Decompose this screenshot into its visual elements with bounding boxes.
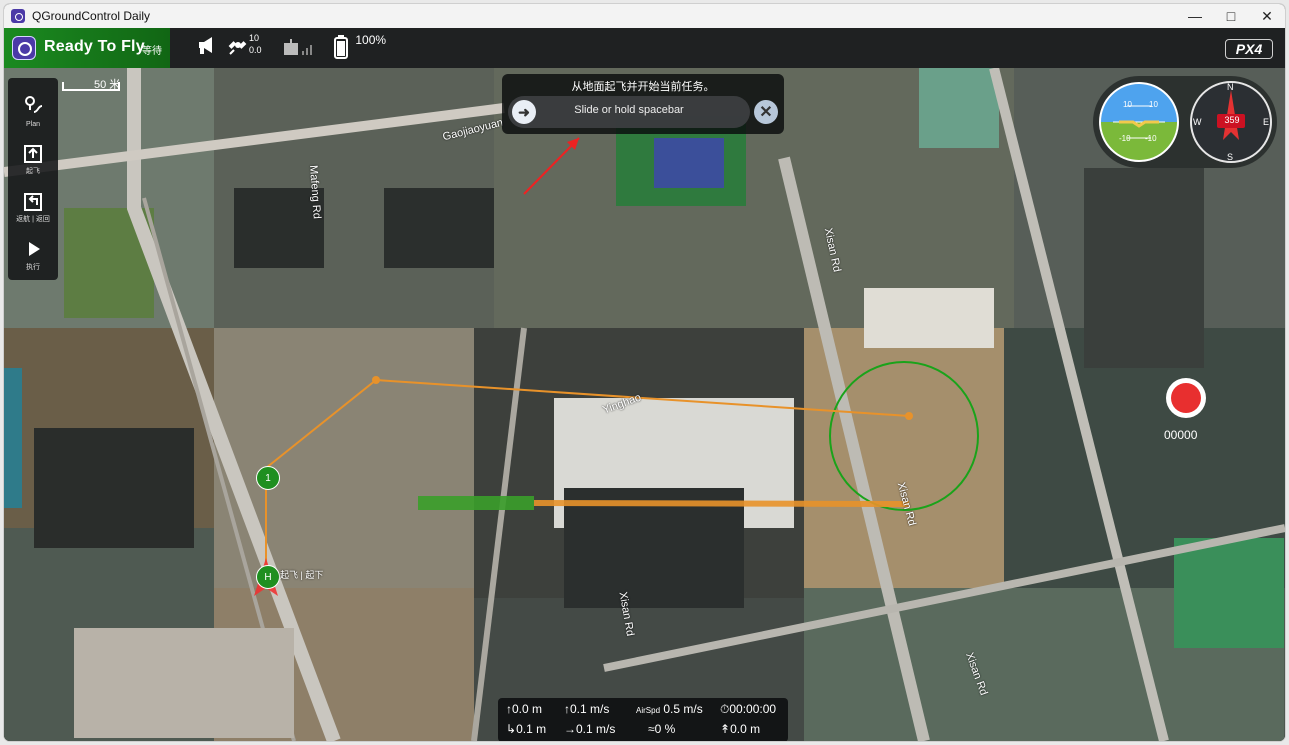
app-window: QGroundControl Daily — □ ✕ Ready To Fly … bbox=[4, 4, 1285, 741]
takeoff-icon bbox=[24, 145, 42, 163]
gps-satellite-count: 10 bbox=[249, 33, 260, 43]
rc-rssi-indicator[interactable] bbox=[282, 37, 314, 60]
app-icon bbox=[11, 9, 25, 23]
vehicle-status-indicator[interactable]: Ready To Fly bbox=[4, 28, 170, 68]
distance-readout: ↳0.1 m bbox=[506, 722, 547, 736]
flight-mode-indicator[interactable]: 等待 bbox=[142, 42, 162, 57]
battery-percent: 100% bbox=[355, 33, 387, 48]
plan-icon bbox=[25, 96, 43, 113]
transition-path bbox=[533, 500, 910, 507]
compass-west: W bbox=[1193, 117, 1202, 127]
return-icon bbox=[24, 193, 42, 211]
home-caption: 起飞 | 起下 bbox=[280, 570, 324, 580]
close-button[interactable]: ✕ bbox=[1261, 7, 1273, 24]
waypoint-marker[interactable] bbox=[372, 376, 380, 384]
execute-label: 执行 bbox=[26, 264, 40, 271]
takeoff-button[interactable]: 起飞 bbox=[8, 136, 58, 180]
scale-tick bbox=[62, 82, 64, 91]
throttle-readout: ≈0 % bbox=[648, 722, 676, 736]
compass-north: N bbox=[1227, 82, 1234, 92]
guide-arrow bbox=[523, 137, 580, 195]
messages-indicator[interactable] bbox=[196, 34, 220, 59]
confirm-slider[interactable]: ➜ Slide or hold spacebar bbox=[508, 96, 750, 128]
megaphone-icon bbox=[199, 37, 212, 54]
mission-path bbox=[265, 378, 910, 469]
loiter-center-marker[interactable] bbox=[905, 412, 913, 420]
instrument-panel: 10 10 -10 -10 N E S W 359 bbox=[1093, 76, 1277, 168]
top-toolbar: Ready To Fly 等待 10 0.0 bbox=[4, 28, 1285, 68]
attitude-tick-label: 10 bbox=[1149, 100, 1158, 109]
execute-button[interactable]: 执行 bbox=[8, 232, 58, 276]
waypoint-1-label: 1 bbox=[265, 472, 271, 484]
record-button[interactable] bbox=[1166, 378, 1206, 418]
telemetry-bar[interactable]: ↑0.0 m ↑0.1 m/s AirSpd 0.5 m/s ⏱00:00:00… bbox=[498, 698, 788, 741]
compass-south: S bbox=[1227, 152, 1234, 162]
map-view[interactable]: 1 H 起飞 | 起下 Gaojiaoyuan Mafeng Rd Xisan … bbox=[4, 68, 1285, 741]
scale-tick bbox=[118, 82, 120, 91]
airspeed-readout: AirSpd 0.5 m/s bbox=[636, 702, 703, 716]
attitude-tick-label: -10 bbox=[1145, 134, 1157, 143]
altitude-readout: ↑0.0 m bbox=[506, 702, 543, 716]
window-title: QGroundControl Daily bbox=[32, 9, 151, 23]
record-timer: 00000 bbox=[1164, 428, 1198, 442]
guided-action-panel: 从地面起飞并开始当前任务。 ➜ Slide or hold spacebar ✕ bbox=[502, 74, 784, 134]
home-label: H bbox=[264, 571, 272, 583]
ground-speed-readout: →0.1 m/s bbox=[564, 722, 616, 736]
record-dot-icon bbox=[1171, 383, 1201, 413]
transition-segment bbox=[418, 496, 534, 510]
home-marker[interactable]: H bbox=[256, 565, 280, 589]
compass-east: E bbox=[1263, 117, 1270, 127]
title-bar: QGroundControl Daily — □ ✕ bbox=[4, 4, 1285, 28]
battery-icon bbox=[334, 35, 348, 59]
altitude-msl-readout: ↟0.0 m bbox=[720, 722, 761, 736]
gps-indicator[interactable]: 10 0.0 bbox=[227, 33, 269, 62]
satellite-icon bbox=[228, 41, 247, 55]
mission-overlay bbox=[254, 137, 979, 596]
minimize-button[interactable]: — bbox=[1188, 8, 1202, 24]
maximize-button[interactable]: □ bbox=[1226, 8, 1236, 24]
return-button[interactable]: 返航 | 返回 bbox=[8, 184, 58, 228]
instrument-svg bbox=[1099, 81, 1272, 163]
guided-action-message: 从地面起飞并开始当前任务。 bbox=[571, 81, 715, 93]
loiter-circle bbox=[829, 361, 979, 511]
battery-indicator[interactable]: 100% bbox=[334, 33, 386, 59]
px4-logo: PX4 bbox=[1225, 39, 1273, 59]
play-icon bbox=[29, 242, 40, 256]
slider-text: Slide or hold spacebar bbox=[574, 104, 684, 116]
map-scale: 50 米 bbox=[62, 76, 124, 94]
scale-label: 50 米 bbox=[94, 79, 121, 91]
flight-mode-text: 等待 bbox=[142, 46, 162, 57]
slider-arrow-icon[interactable]: ➜ bbox=[512, 100, 536, 124]
rc-transmitter-icon bbox=[284, 39, 312, 55]
attitude-tick-label: -10 bbox=[1119, 134, 1131, 143]
return-label: 返航 | 返回 bbox=[16, 216, 50, 223]
vertical-speed-readout: ↑0.1 m/s bbox=[564, 702, 610, 716]
plan-label: Plan bbox=[25, 121, 40, 128]
heading-readout: 359 bbox=[1224, 115, 1240, 125]
close-guide-icon[interactable]: ✕ bbox=[754, 100, 778, 124]
ready-to-fly-text: Ready To Fly bbox=[44, 38, 145, 55]
guide-arrowhead bbox=[567, 138, 579, 150]
takeoff-label: 起飞 bbox=[26, 168, 40, 175]
left-tool-strip: Plan 起飞 返航 | 返回 执行 bbox=[8, 78, 58, 280]
waypoint-1-marker[interactable]: 1 bbox=[256, 466, 280, 490]
plan-button[interactable]: Plan bbox=[8, 88, 58, 132]
qgc-logo-icon[interactable] bbox=[12, 36, 36, 60]
attitude-tick-label: 10 bbox=[1123, 100, 1132, 109]
flight-time-readout: ⏱00:00:00 bbox=[720, 702, 777, 716]
gps-hdop: 0.0 bbox=[249, 45, 262, 55]
scale-bar bbox=[62, 89, 120, 91]
